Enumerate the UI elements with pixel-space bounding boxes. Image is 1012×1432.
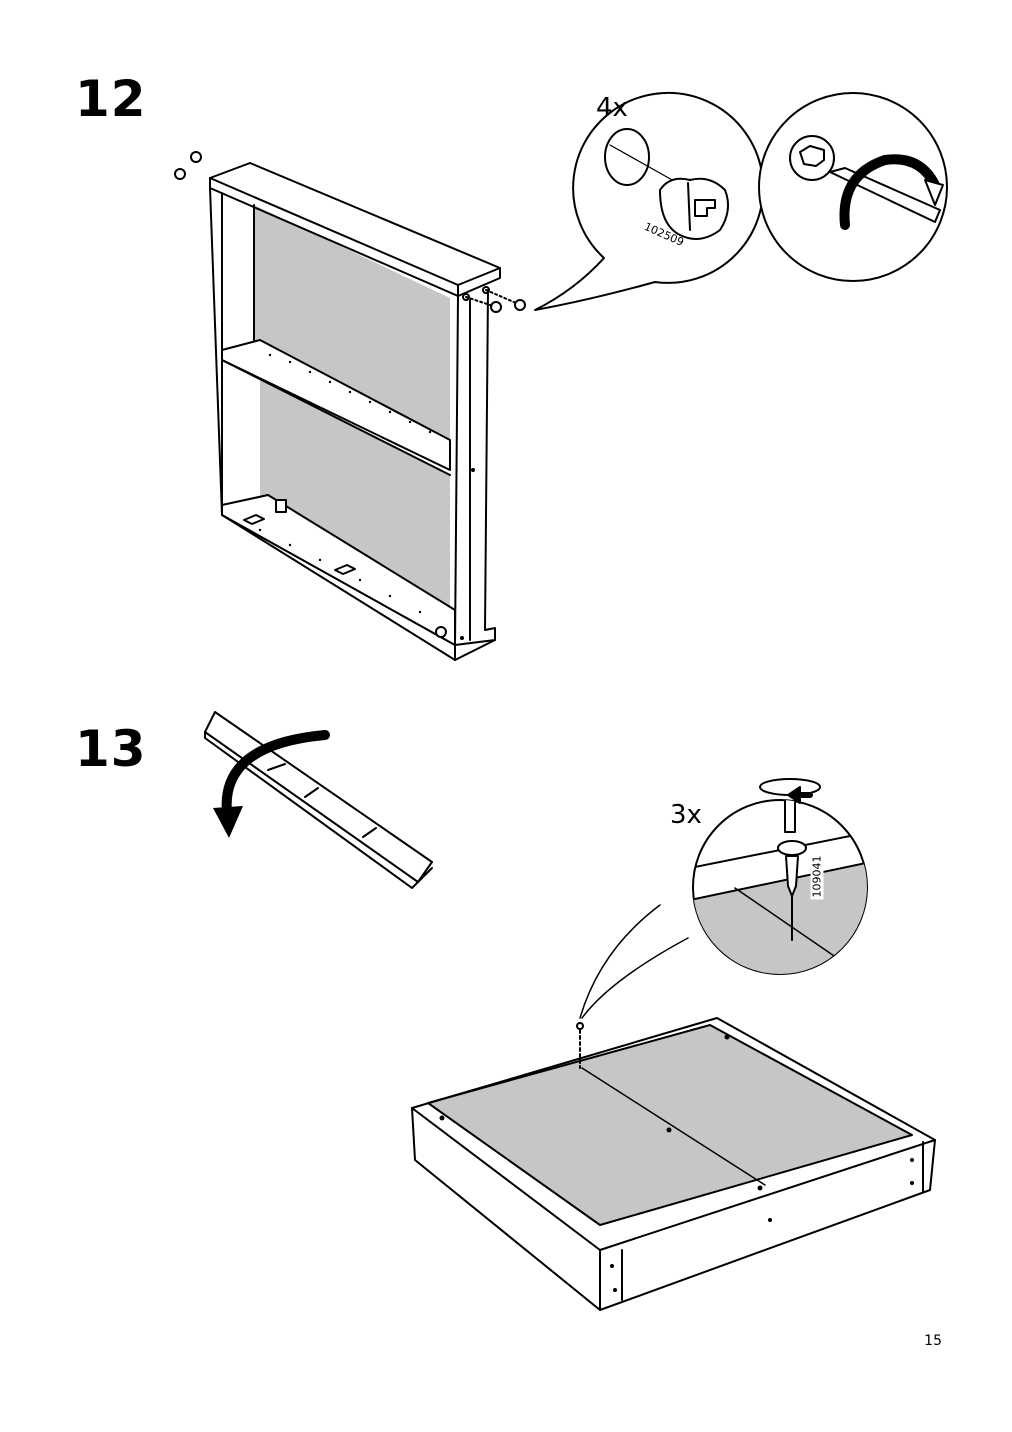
cam-turn-callout — [758, 92, 948, 282]
step-13-drawer-box — [411, 1017, 936, 1311]
step-13-flip-panel — [204, 711, 433, 889]
page-number: 15 — [924, 1333, 942, 1349]
step-12-shelf-unit — [174, 151, 526, 661]
step-13-quantity: 3x — [670, 800, 702, 830]
step-12-quantity: 4x — [596, 93, 628, 123]
step-12-number: 12 — [75, 70, 147, 128]
step-13-number: 13 — [75, 720, 147, 778]
cam-lock-callout — [534, 91, 765, 311]
screw-callout — [579, 778, 868, 1019]
step-13-part-number: 109041 — [810, 853, 824, 900]
